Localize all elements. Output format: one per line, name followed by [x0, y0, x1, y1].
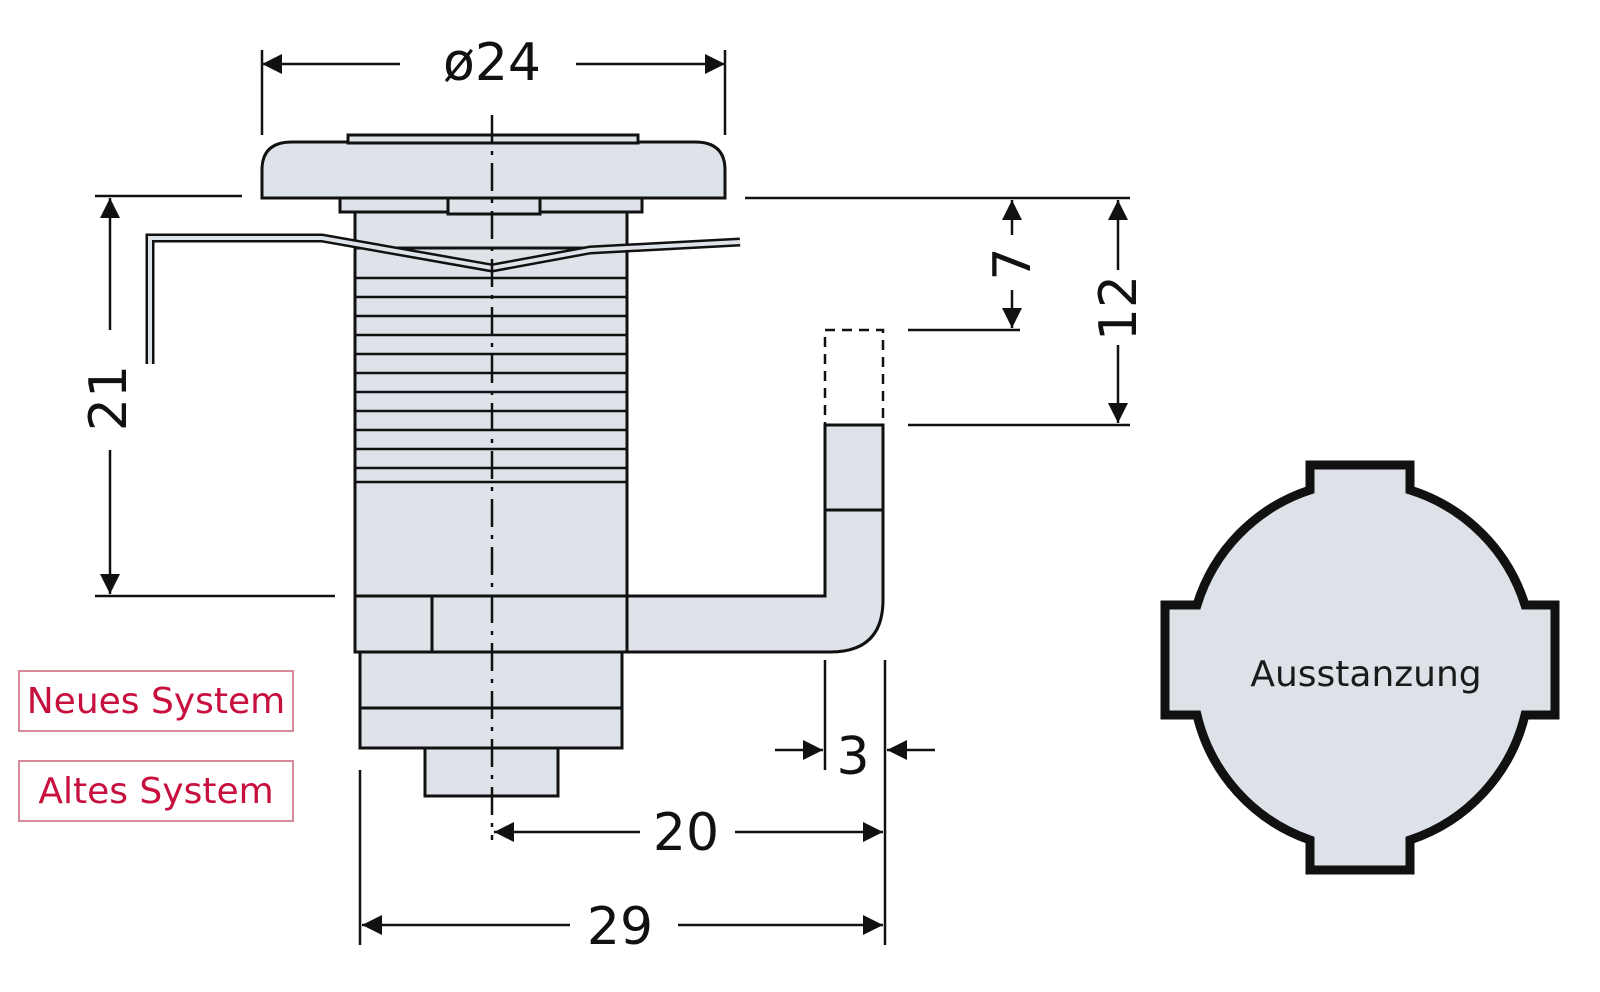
dim-7: 7 [983, 247, 1043, 280]
legend-new-system: Neues System [18, 670, 294, 732]
flange-cap [260, 140, 727, 200]
dim-21: 21 [79, 365, 139, 431]
dimension-lines [100, 54, 1128, 935]
legend-old-system: Altes System [18, 760, 294, 822]
cutout-label: Ausstanzung [1250, 654, 1481, 695]
old-cam-position [823, 328, 885, 427]
dim-3: 3 [836, 727, 869, 787]
dim-12: 12 [1089, 275, 1149, 341]
cutout-shape [1160, 460, 1560, 875]
dim-20: 20 [653, 803, 719, 863]
lock-body [260, 133, 885, 798]
cam-arm [625, 423, 885, 654]
dim-29: 29 [587, 897, 653, 957]
dim-diameter: ø24 [443, 33, 541, 93]
